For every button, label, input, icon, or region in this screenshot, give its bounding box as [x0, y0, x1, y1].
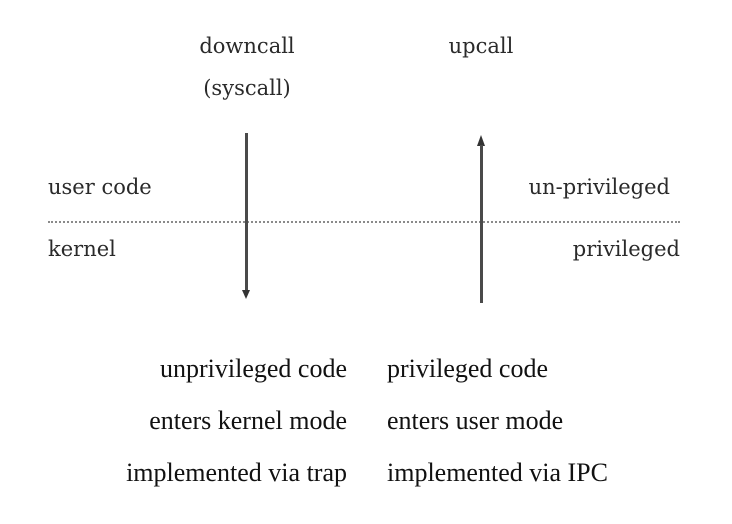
syscall-label: (syscall): [203, 76, 291, 100]
downcall-row-2: enters kernel mode: [149, 406, 347, 435]
privileged-label: privileged: [572, 237, 680, 261]
upcall-row-3: implemented via IPC: [387, 458, 608, 487]
downcall-row-1: unprivileged code: [160, 354, 347, 383]
downcall-arrow-shaft: [245, 133, 248, 291]
upcall-arrow-head: [477, 135, 485, 146]
upcall-row-2: enters user mode: [387, 406, 564, 435]
privilege-diagram: downcall (syscall) upcall user code kern…: [48, 34, 680, 303]
user-code-label: user code: [48, 175, 152, 199]
downcall-row-3: implemented via trap: [126, 458, 347, 487]
upcall-label: upcall: [448, 34, 514, 58]
unprivileged-label: un-privileged: [528, 175, 670, 199]
kernel-label: kernel: [48, 237, 116, 261]
downcall-label: downcall: [199, 34, 295, 58]
downcall-arrow-head: [242, 290, 250, 299]
upcall-row-1: privileged code: [387, 354, 548, 383]
upcall-arrow-shaft: [480, 145, 483, 303]
privilege-boundary-line: [48, 221, 680, 223]
